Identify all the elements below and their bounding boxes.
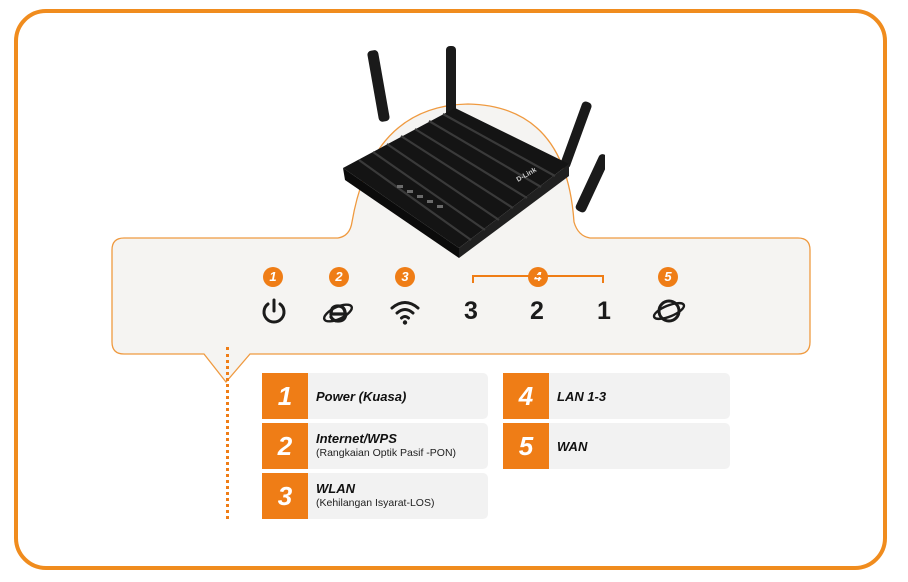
- legend-item-5: 5 WAN: [503, 423, 730, 469]
- legend-item-1: 1 Power (Kuasa): [262, 373, 488, 419]
- router-image: D-Link: [343, 46, 605, 258]
- legend-subtitle: (Kehilangan Isyarat-LOS): [316, 497, 435, 509]
- router-body: [343, 108, 569, 258]
- legend-number: 5: [503, 423, 549, 469]
- internet-explorer-icon: [322, 303, 354, 323]
- legend-title: Internet/WPS: [316, 431, 397, 446]
- legend-title: WLAN: [316, 481, 355, 496]
- lan-port-1: 1: [597, 297, 611, 325]
- lan-bracket: [472, 275, 604, 283]
- dotted-connector: [226, 347, 229, 519]
- legend-title: Power (Kuasa): [316, 389, 407, 404]
- legend-number: 2: [262, 423, 308, 469]
- planet-icon: [652, 299, 686, 323]
- legend-title: LAN 1-3: [557, 389, 607, 404]
- legend-item-4: 4 LAN 1-3: [503, 373, 730, 419]
- legend-number: 4: [503, 373, 549, 419]
- legend-number: 1: [262, 373, 308, 419]
- lan-port-2: 2: [530, 297, 544, 325]
- badge-3: 3: [395, 267, 415, 287]
- lan-port-3: 3: [464, 297, 478, 325]
- legend-item-2: 2 Internet/WPS (Rangkaian Optik Pasif -P…: [262, 423, 488, 469]
- power-icon: [262, 298, 286, 324]
- legend-subtitle: (Rangkaian Optik Pasif -PON): [316, 447, 457, 459]
- badge-2: 2: [329, 267, 349, 287]
- legend-title: WAN: [557, 439, 588, 454]
- badge-1: 1: [263, 267, 283, 287]
- badge-5: 5: [658, 267, 678, 287]
- legend-item-3: 3 WLAN (Kehilangan Isyarat-LOS): [262, 473, 488, 519]
- legend-number: 3: [262, 473, 308, 519]
- wifi-icon: [390, 301, 420, 325]
